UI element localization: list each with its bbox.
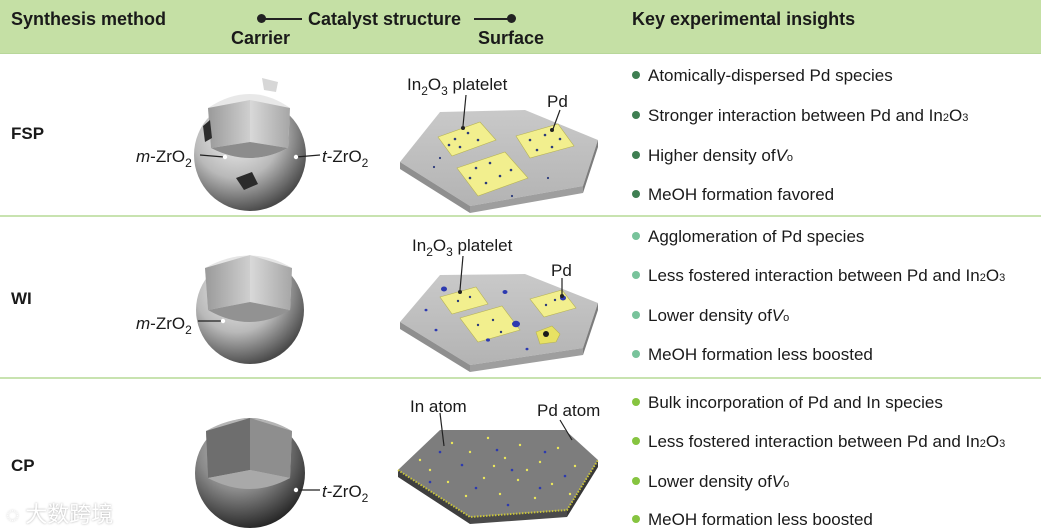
row-separator <box>0 377 1041 379</box>
carrier-sphere-wi <box>196 255 304 364</box>
bullet-icon <box>632 151 640 159</box>
insight-fsp-1: Atomically-dispersed Pd species <box>632 66 893 86</box>
surface-hex-cp <box>397 430 599 524</box>
carrier-sphere-cp <box>195 418 305 528</box>
label-pd-wi: Pd <box>551 261 572 280</box>
watermark-logo-icon: ◌ <box>6 502 26 527</box>
bullet-icon <box>632 477 640 485</box>
insight-wi-4: MeOH formation less boosted <box>632 345 873 365</box>
insight-cp-1: Bulk incorporation of Pd and In species <box>632 393 943 413</box>
watermark: ◌ 大数跨境 <box>6 502 114 527</box>
label-in2o3-platelet-wi: In2O3 platelet <box>412 236 513 259</box>
insight-cp-2: Less fostered interaction between Pd and… <box>632 432 1005 452</box>
header-connector-right <box>474 18 510 20</box>
surface-hex-fsp <box>400 110 598 213</box>
header-key-insights: Key experimental insights <box>632 9 856 29</box>
bullet-icon <box>632 437 640 445</box>
header-dot-right <box>507 14 516 23</box>
label-t-zro2-cp: t-ZrO2 <box>322 482 369 505</box>
header-synthesis-method: Synthesis method <box>11 9 167 29</box>
bullet-icon <box>632 350 640 358</box>
method-label-cp: CP <box>11 456 35 475</box>
carrier-sphere-fsp <box>194 78 306 211</box>
bullet-icon <box>632 398 640 406</box>
label-in-atom: In atom <box>410 397 467 416</box>
header-dot-left <box>257 14 266 23</box>
bullet-icon <box>632 71 640 79</box>
method-label-fsp: FSP <box>11 124 45 143</box>
row-separator <box>0 215 1041 217</box>
surface-hex-wi <box>400 274 598 372</box>
header-connector-left <box>262 18 302 20</box>
header-surface: Surface <box>478 28 545 48</box>
insight-wi-2: Less fostered interaction between Pd and… <box>632 266 1005 286</box>
label-pd-fsp: Pd <box>547 92 568 111</box>
header-carrier: Carrier <box>231 28 291 48</box>
label-in2o3-platelet-fsp: In2O3 platelet <box>407 75 508 98</box>
header-bar: Synthesis method Catalyst structure Key … <box>0 0 1041 54</box>
bullet-icon <box>632 515 640 523</box>
bullet-icon <box>632 190 640 198</box>
method-label-wi: WI <box>11 289 32 308</box>
label-m-zro2-wi: m-ZrO2 <box>136 314 192 337</box>
insight-wi-1: Agglomeration of Pd species <box>632 227 864 247</box>
insight-cp-4: MeOH formation less boosted <box>632 510 873 530</box>
bullet-icon <box>632 232 640 240</box>
label-m-zro2-fsp: m-ZrO2 <box>136 147 192 170</box>
bullet-icon <box>632 271 640 279</box>
label-t-zro2-fsp: t-ZrO2 <box>322 147 369 170</box>
label-pd-atom: Pd atom <box>537 401 600 420</box>
bullet-icon <box>632 311 640 319</box>
header-catalyst-structure: Catalyst structure <box>308 9 462 29</box>
insight-fsp-4: MeOH formation favored <box>632 185 834 205</box>
bullet-icon <box>632 111 640 119</box>
